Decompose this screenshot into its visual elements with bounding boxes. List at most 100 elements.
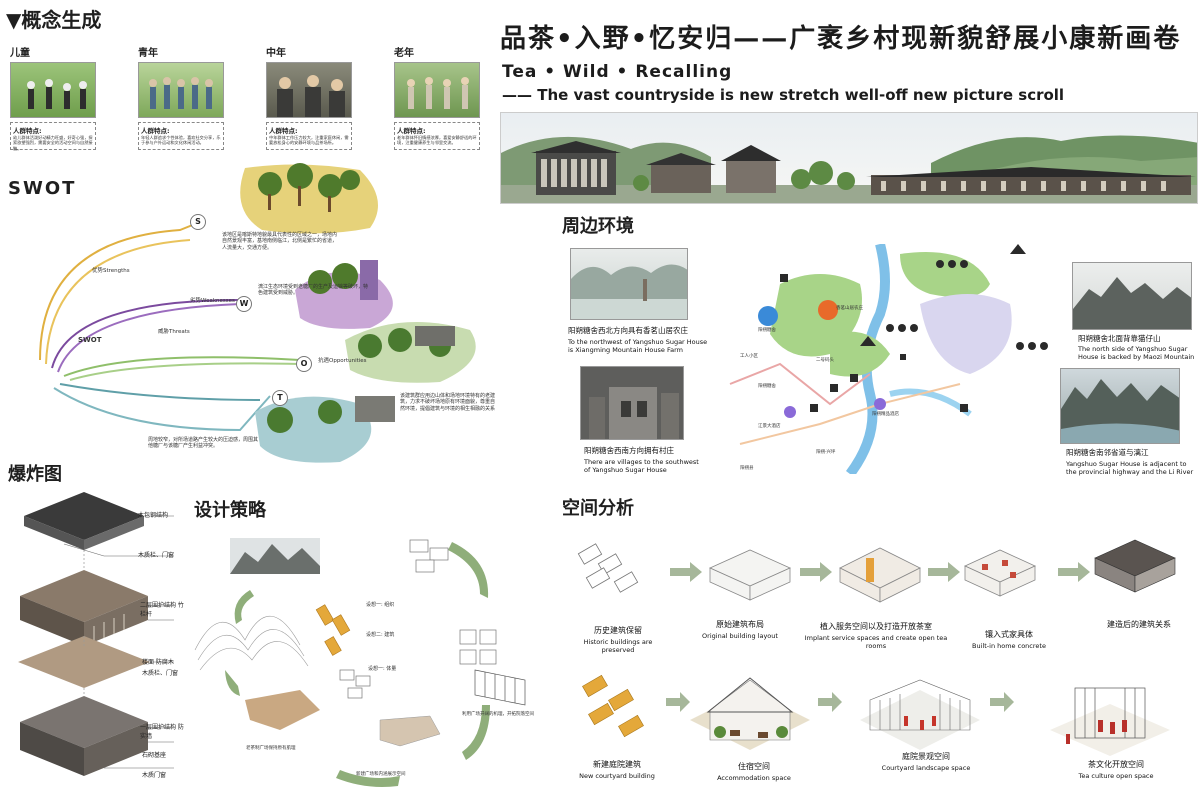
map-label: 江景大酒店 [758,424,781,429]
space-row2-label-en: Accommodation space [717,774,791,782]
group-label: 老年 [394,48,414,59]
group-trait: 人群特点: 老年群体怀旧情感浓厚，喜爱安静舒适的环境，注重健康养生与邻里交流。 [394,122,480,150]
space-row2-label-cn: 住宿空间 [738,762,770,771]
env-photo-north [1072,262,1192,330]
trait-title: 人群特点: [397,127,426,135]
map-label: 香茗山居农庄 [836,306,863,311]
map-label: 阳朔精品酒店 [872,412,899,417]
strategy-note: 设想一: 组织 [366,602,395,608]
concept-group-elderly: 老年 人群特点: 老年群体怀旧情感浓厚，喜爱安静舒适的环境，注重健康养生与邻里交… [394,44,480,150]
strategy-note: 新建广场和内涵展示空间 [356,772,406,777]
explode-label: 石砌基座 [142,752,167,759]
space-row2-label-en: Courtyard landscape space [881,764,971,772]
strategy-note: 设想二: 建筑 [366,632,395,638]
map-label: 二号码头 [816,358,834,363]
swot-s-marker: S [190,214,206,230]
explode-label: 楼面 防腐木 [142,659,174,666]
swot-t-marker: T [272,390,288,406]
group-photo [394,62,480,118]
env-photo-southwest [580,366,684,440]
map-label: 阳朔·兴坪 [816,450,836,455]
map-label: 阳朔糖舍 [758,384,776,389]
poster-subtitle-en: —— The vast countryside is new stretch w… [502,86,1065,104]
concept-heading: ▼概念生成 [6,8,102,32]
explode-label: 一层围护结构 防实墙 [140,724,184,740]
group-trait: 人群特点: 年轻人群追求个性体验，喜欢社交分享，乐于参与户外运动和文化休闲活动。 [138,122,224,150]
swot-scene-w [295,260,393,329]
env-caption-cn: 阳朔糖舍西南方向拥有村庄 [584,446,674,455]
explode-heading: 爆炸图 [8,464,62,485]
env-caption-en: Yangshuo Sugar House is adjacent to the … [1066,460,1194,477]
env-heading: 周边环境 [562,216,634,237]
env-caption-en: To the northwest of Yangshuo Sugar House… [568,338,708,355]
swot-branch-s: 优势Strengths [92,268,130,274]
env-photo-south [1060,368,1180,444]
space-row2 [582,674,1170,756]
swot-center-label: SWOT [78,336,102,344]
concept-group-children: 儿童 人群特点: 幼儿群体活泼好动精力旺盛，好奇心强，探索欲望强烈，需要安全的活… [10,44,96,151]
space-row2-label-cn: 庭院景观空间 [902,752,950,761]
swot-w-marker: W [236,296,252,312]
trait-text: 中年群体工作压力较大，注重家庭休闲，需要放松身心的安静环境与品茶场所。 [269,135,349,146]
space-step-label-cn: 镶入式家具体 [985,630,1033,639]
group-label: 中年 [266,48,286,59]
space-row2-label-cn: 茶文化开放空间 [1088,760,1144,769]
map-label: 阳朔县 [740,466,754,471]
strategy-heading: 设计策略 [194,500,266,521]
space-step-label-en: Implant service spaces and create open t… [804,634,948,651]
swot-branch-t: 威胁Threats [158,329,190,335]
trait-title: 人群特点: [141,127,170,135]
strategy-diagram [194,538,526,787]
trait-title: 人群特点: [13,127,42,135]
swot-s-text: 该地区是喀斯特地貌最具代表性的区域之一，场地内自然景观丰富，基地南侧临江，北侧是… [222,232,338,251]
group-photo [10,62,96,118]
env-caption-en: There are villages to the southwest of Y… [584,458,699,475]
swot-scene-t [255,396,395,463]
concept-group-middle-aged: 中年 人群特点: 中年群体工作压力较大，注重家庭休闲，需要放松身心的安静环境与品… [266,44,352,150]
env-caption-cn: 阳朔糖舍北面背靠猫仔山 [1078,334,1161,343]
space-step-label-cn: 植入服务空间以及打造开放茶室 [820,622,932,631]
swot-scene-o [345,322,476,383]
group-label: 青年 [138,48,158,59]
poster-title-en: Tea • Wild • Recalling [502,62,733,82]
explode-diagram [18,492,174,776]
swot-branch-w: 劣势Weaknesses [190,298,235,304]
space-step-label-en: Built-in home concrete [972,642,1046,650]
map-label: 工人小区 [740,354,758,359]
explode-label: 二层围护结构 竹栏杆 [140,602,184,618]
trait-text: 年轻人群追求个性体验，喜欢社交分享，乐于参与户外运动和文化休闲活动。 [141,135,221,146]
space-step-label-cn: 建造后的建筑关系 [1107,620,1171,629]
trait-title: 人群特点: [269,127,298,135]
explode-label: 木包钢结构 [138,512,169,519]
swot-w-text: 漓江生态环境受到老糖厂的生产及运输等破坏，特色建筑受到威胁。 [258,284,369,297]
space-row2-label-cn: 新建庭院建筑 [593,760,641,769]
env-caption-cn: 阳朔糖舍南邻省道与漓江 [1066,448,1149,457]
concept-group-youth: 青年 人群特点: 年轻人群追求个性体验，喜欢社交分享，乐于参与户外运动和文化休闲… [138,44,224,150]
space-step-label-cn: 原始建筑布局 [716,620,764,629]
swot-branch-o: 抗遇Opportunities [318,358,367,364]
hero-panorama [500,112,1198,204]
space-row2-label-en: Tea culture open space [1078,772,1154,780]
strategy-note: 利用广场开阔的机理，开拓院落空间 [462,712,534,717]
swot-scene-s [240,163,378,234]
space-row1 [577,539,1176,603]
space-step-label-en: Original building layout [702,632,778,640]
explode-label: 木质门窗 [142,772,167,779]
group-trait: 人群特点: 幼儿群体活泼好动精力旺盛，好奇心强，探索欲望强烈，需要安全的活动空间… [10,122,96,151]
group-label: 儿童 [10,48,30,59]
poster-title-cn: 品茶•入野•忆安归——广袤乡村现新貌舒展小康新画卷 [500,24,1182,54]
explode-label: 木质栏、门窗 [138,552,175,559]
group-photo [266,62,352,118]
env-caption-cn: 阳朔糖舍西北方向具有香茗山居农庄 [568,326,688,335]
strategy-note: 设想一: 体量 [368,666,397,672]
swot-heading: SWOT [8,178,77,199]
space-row2-label-en: New courtyard building [579,772,655,780]
swot-o-text: 该建筑群应用边山体和场地环境特有的老建筑，力求不破坏场地原有环境面貌，尊重自然环… [400,393,496,412]
map-label: 阳朔糖舍 [758,328,776,333]
env-map [720,244,1050,474]
trait-text: 老年群体怀旧情感浓厚，喜爱安静舒适的环境，注重健康养生与邻里交流。 [397,135,477,146]
explode-label: 木质栏、门窗 [142,670,179,677]
env-photo-northwest [570,248,688,320]
swot-diagram [39,163,476,463]
space-step-label-cn: 历史建筑保留 [594,626,642,635]
